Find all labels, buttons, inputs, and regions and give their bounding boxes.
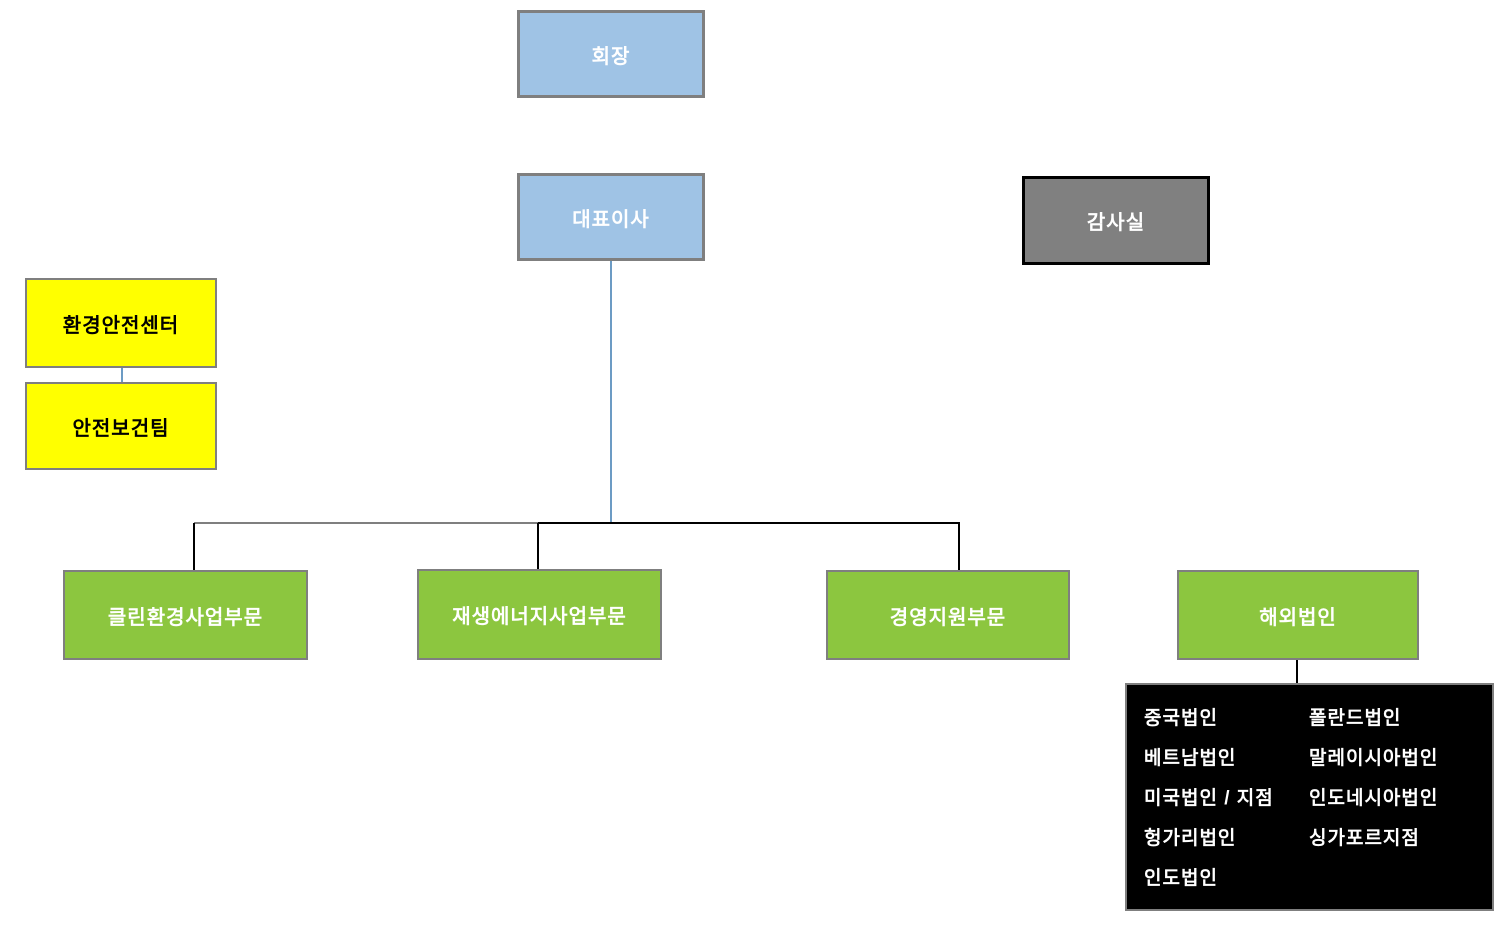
- node-chairman: 회장: [517, 10, 705, 98]
- overseas-entity: 베트남법인: [1144, 748, 1237, 769]
- overseas-entity: 중국법인: [1144, 708, 1218, 729]
- overseas-entities-column-right: 폴란드법인 말레이시아법인 인도네시아법인 싱가포르지점: [1309, 699, 1488, 905]
- node-audit-office: 감사실: [1022, 176, 1210, 265]
- connector-drop-clean-environment: [193, 523, 195, 570]
- overseas-entity: 인도네시아법인: [1309, 788, 1439, 809]
- overseas-entity: 말레이시아법인: [1309, 748, 1439, 769]
- overseas-entity: 미국법인 / 지점: [1144, 788, 1274, 809]
- node-division-renewable-energy: 재생에너지사업부문: [417, 569, 662, 660]
- overseas-entities-column-left: 중국법인 베트남법인 미국법인 / 지점 헝가리법인 인도법인: [1144, 699, 1309, 905]
- node-env-safety-center: 환경안전센터: [25, 278, 217, 368]
- connector-drop-management-support: [958, 523, 960, 570]
- connector-horizontal-left-segment: [194, 522, 539, 524]
- node-division-management-support: 경영지원부문: [826, 570, 1070, 660]
- overseas-entity: 싱가포르지점: [1309, 828, 1420, 849]
- overseas-entities-columns: 중국법인 베트남법인 미국법인 / 지점 헝가리법인 인도법인 폴란드법인 말레…: [1144, 699, 1488, 905]
- node-ceo: 대표이사: [517, 173, 705, 261]
- connector-horizontal-right-segment: [538, 522, 960, 524]
- overseas-entities-panel: 중국법인 베트남법인 미국법인 / 지점 헝가리법인 인도법인 폴란드법인 말레…: [1125, 683, 1494, 911]
- node-division-clean-environment: 클린환경사업부문: [63, 570, 308, 660]
- node-division-overseas: 해외법인: [1177, 570, 1419, 660]
- connector-env-center-to-safety-team: [121, 368, 123, 382]
- connector-ceo-to-divisions: [610, 261, 612, 523]
- connector-drop-renewable-energy: [537, 523, 539, 570]
- connector-overseas-to-entities: [1296, 660, 1298, 683]
- overseas-entity: 인도법인: [1144, 868, 1218, 889]
- overseas-entity: 폴란드법인: [1309, 708, 1402, 729]
- node-safety-health-team: 안전보건팀: [25, 382, 217, 470]
- overseas-entity: 헝가리법인: [1144, 828, 1237, 849]
